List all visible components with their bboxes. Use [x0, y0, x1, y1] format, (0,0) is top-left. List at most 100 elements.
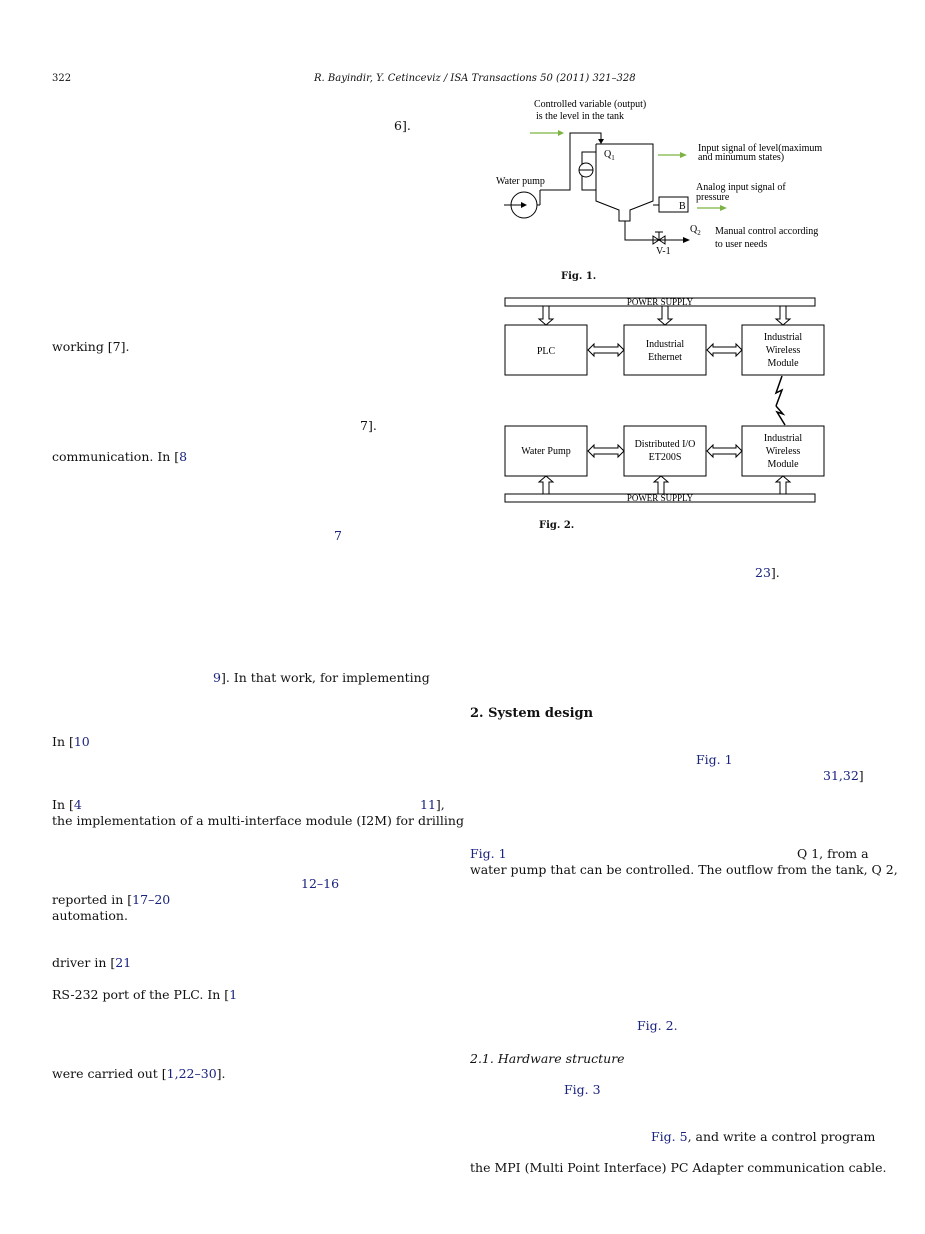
- text-line: driver in [21: [52, 955, 132, 970]
- text-line: 23].: [755, 565, 780, 580]
- fig2-label: Water Pump: [521, 446, 570, 457]
- fig1-label: to user needs: [715, 239, 767, 250]
- fig1-label: Controlled variable (output): [534, 99, 646, 110]
- fig1-label: Manual control according: [715, 226, 818, 237]
- figure-link[interactable]: Fig. 5: [651, 1129, 688, 1144]
- fig1-label: Q1: [604, 149, 615, 162]
- fig2-label: POWER SUPPLY: [627, 493, 694, 503]
- fig1-arrowhead: [598, 139, 604, 144]
- ref-fragment: 7].: [360, 418, 377, 433]
- figure-1-diagram: Controlled variable (output) is the leve…: [496, 99, 822, 257]
- fig1-arrowhead: [720, 205, 727, 211]
- text-line: In [10: [52, 734, 90, 749]
- fig1-label: Water pump: [496, 176, 545, 187]
- text-line: 11],: [420, 797, 445, 812]
- text-line: In [4: [52, 797, 82, 812]
- fig2-box-water-pump: [504, 425, 588, 477]
- fig1-label: is the level in the tank: [536, 111, 624, 122]
- fig1-label: pressure: [696, 192, 730, 203]
- figure-link[interactable]: Fig. 2.: [637, 1018, 678, 1033]
- fig1-arrowhead: [680, 152, 687, 158]
- fig2-label: POWER SUPPLY: [627, 297, 694, 307]
- fig2-wireless-link: [775, 405, 786, 426]
- figure-2-diagram: POWER SUPPLY POWER SUPPLY PLC Industrial…: [504, 297, 825, 503]
- fig2-label: Module: [767, 459, 799, 470]
- text-line: Fig. 5, and write a control program: [651, 1129, 876, 1144]
- fig2-label: Distributed I/O: [635, 439, 696, 450]
- fig2-box-plc: [504, 324, 588, 376]
- text-line: communication. In [8: [52, 449, 188, 464]
- fig2-label: ET200S: [649, 452, 682, 463]
- fig2-label: Industrial: [764, 332, 803, 343]
- fig1-tank: [595, 143, 654, 222]
- fig1-label: and minumum states): [698, 152, 784, 163]
- fig2-power-arrow: [774, 475, 792, 495]
- subsection-title: 2.1. Hardware structure: [470, 1051, 625, 1066]
- citation-link[interactable]: 21: [115, 955, 132, 970]
- fig2-box-wireless-top: [741, 324, 825, 376]
- page-number: 322: [52, 73, 72, 84]
- citation-link[interactable]: 11: [420, 797, 436, 812]
- fig2-power-arrow: [656, 305, 674, 326]
- fig2-label: Industrial: [646, 339, 685, 350]
- text-line: reported in [17–20: [52, 892, 171, 907]
- text-line: the MPI (Multi Point Interface) PC Adapt…: [470, 1160, 887, 1175]
- fig1-valve: [652, 235, 666, 245]
- fig1-label: Q2: [690, 224, 701, 237]
- figure-2-caption: Fig. 2.: [539, 520, 575, 531]
- fig2-box-distributed-io: [623, 425, 707, 477]
- citation-link[interactable]: 17–20: [132, 892, 171, 907]
- text-line: water pump that can be controlled. The o…: [470, 862, 898, 877]
- text-line: were carried out [1,22–30].: [52, 1066, 226, 1081]
- fig1-arrowhead: [558, 130, 564, 136]
- fig2-double-arrow: [706, 443, 743, 459]
- figure-1-caption: Fig. 1.: [561, 271, 597, 282]
- citation-link[interactable]: 4: [73, 797, 82, 812]
- fig2-label: Ethernet: [648, 352, 682, 363]
- fig2-label: Wireless: [766, 446, 801, 457]
- fig2-power-bar: [504, 297, 816, 307]
- citation-link[interactable]: 31,32: [823, 768, 859, 783]
- fig2-power-arrow: [537, 475, 555, 495]
- fig2-label: Module: [767, 358, 799, 369]
- fig1-pipe: [540, 132, 602, 191]
- text-line: automation.: [52, 908, 128, 923]
- fig1-label: Input signal of level(maximum: [698, 143, 822, 154]
- text-line: 9]. In that work, for implementing: [213, 670, 430, 685]
- text-line: Q 1, from a: [797, 846, 869, 861]
- text-line: the implementation of a multi-interface …: [52, 813, 464, 828]
- figure-link[interactable]: Fig. 1: [470, 846, 507, 861]
- fig2-label: PLC: [537, 346, 556, 357]
- fig2-power-arrow: [537, 305, 555, 326]
- fig2-double-arrow: [587, 443, 625, 459]
- citation-link[interactable]: 7: [334, 528, 342, 543]
- citation-link[interactable]: 12–16: [301, 876, 340, 891]
- running-title: R. Bayindir, Y. Cetinceviz / ISA Transac…: [314, 73, 636, 84]
- fig2-wireless-link: [774, 375, 784, 407]
- fig2-label: Industrial: [764, 433, 803, 444]
- fig1-label: V-1: [656, 246, 671, 257]
- fig2-box-wireless-bottom: [741, 425, 825, 477]
- fig1-pressure-box: [658, 196, 689, 213]
- citation-link[interactable]: 8: [179, 449, 188, 464]
- fig2-double-arrow: [706, 342, 743, 358]
- section-title: 2. System design: [470, 706, 594, 721]
- fig1-arrowhead: [521, 202, 527, 208]
- fig2-label: Wireless: [766, 345, 801, 356]
- fig2-power-arrow: [774, 305, 792, 326]
- text-line: RS-232 port of the PLC. In [1: [52, 987, 238, 1002]
- fig1-label: B: [679, 201, 686, 212]
- citation-link[interactable]: 1: [229, 987, 238, 1002]
- text-line: 31,32]: [823, 768, 864, 783]
- fig1-pipe: [624, 221, 683, 241]
- ref-fragment: 6].: [394, 118, 411, 133]
- citation-link[interactable]: 1,22–30: [166, 1066, 217, 1081]
- figure-link[interactable]: Fig. 1: [696, 752, 733, 767]
- citation-link[interactable]: 10: [73, 734, 90, 749]
- fig1-label: Analog input signal of: [696, 182, 786, 193]
- fig2-double-arrow: [587, 342, 625, 358]
- citation-link[interactable]: 9: [213, 670, 221, 685]
- figure-link[interactable]: Fig. 3: [564, 1082, 601, 1097]
- fig2-power-arrow: [652, 475, 670, 495]
- citation-link[interactable]: 23: [755, 565, 771, 580]
